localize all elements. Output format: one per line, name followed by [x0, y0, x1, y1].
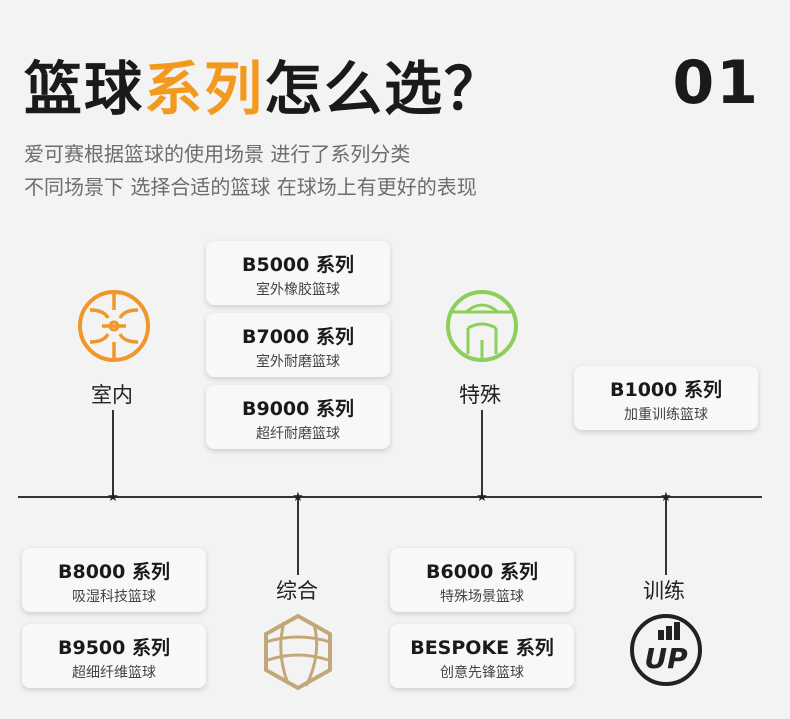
- card-name: B8000 系列: [58, 561, 170, 583]
- category-special-label: 特殊: [459, 383, 501, 407]
- hexagon-basketball-icon: [264, 613, 332, 691]
- category-combined-label: 综合: [276, 579, 318, 603]
- title-accent: 系列: [144, 55, 265, 123]
- connector-special: [481, 410, 483, 498]
- section-number: 01: [672, 48, 760, 118]
- card-desc: 室外耐磨篮球: [256, 354, 340, 370]
- star-marker-icon: ★: [476, 490, 488, 505]
- card-name: BESPOKE 系列: [410, 637, 554, 659]
- card-b8000[interactable]: B8000 系列 吸湿科技篮球: [22, 548, 206, 612]
- up-logo-text: UP: [644, 642, 688, 675]
- card-desc: 室外橡胶篮球: [256, 282, 340, 298]
- connector-training: [665, 497, 667, 575]
- special-basketball-icon: [446, 290, 518, 362]
- card-b9500[interactable]: B9500 系列 超细纤维篮球: [22, 624, 206, 688]
- card-b9000[interactable]: B9000 系列 超纤耐磨篮球: [206, 385, 390, 449]
- card-b7000[interactable]: B7000 系列 室外耐磨篮球: [206, 313, 390, 377]
- card-name: B6000 系列: [426, 561, 538, 583]
- category-indoor-label: 室内: [91, 383, 133, 407]
- card-desc: 加重训练篮球: [624, 407, 708, 423]
- title-post: 怎么选？: [264, 55, 505, 123]
- card-desc: 特殊场景篮球: [440, 589, 524, 605]
- card-bespoke[interactable]: BESPOKE 系列 创意先锋篮球: [390, 624, 574, 688]
- connector-combined: [297, 497, 299, 575]
- subtitle-line-2: 不同场景下 选择合适的篮球 在球场上有更好的表现: [24, 175, 477, 199]
- star-marker-icon: ★: [292, 490, 304, 505]
- category-training-label: 训练: [643, 579, 685, 603]
- card-desc: 超细纤维篮球: [72, 665, 156, 681]
- card-name: B9500 系列: [58, 637, 170, 659]
- card-desc: 吸湿科技篮球: [72, 589, 156, 605]
- star-marker-icon: ★: [660, 490, 672, 505]
- card-desc: 创意先锋篮球: [440, 665, 524, 681]
- up-logo-icon: UP: [630, 614, 702, 686]
- card-name: B5000 系列: [242, 254, 354, 276]
- indoor-basketball-icon: [78, 290, 150, 362]
- page-title: 篮球系列怎么选？: [24, 42, 504, 126]
- card-desc: 超纤耐磨篮球: [256, 426, 340, 442]
- star-marker-icon: ★: [107, 490, 119, 505]
- timeline-axis: [18, 496, 762, 498]
- card-b1000[interactable]: B1000 系列 加重训练篮球: [574, 366, 758, 430]
- card-b6000[interactable]: B6000 系列 特殊场景篮球: [390, 548, 574, 612]
- card-name: B9000 系列: [242, 398, 354, 420]
- title-pre: 篮球: [24, 55, 145, 123]
- card-b5000[interactable]: B5000 系列 室外橡胶篮球: [206, 241, 390, 305]
- connector-indoor: [112, 410, 114, 498]
- card-name: B1000 系列: [610, 379, 722, 401]
- subtitle-line-1: 爱可赛根据篮球的使用场景 进行了系列分类: [24, 142, 411, 166]
- card-name: B7000 系列: [242, 326, 354, 348]
